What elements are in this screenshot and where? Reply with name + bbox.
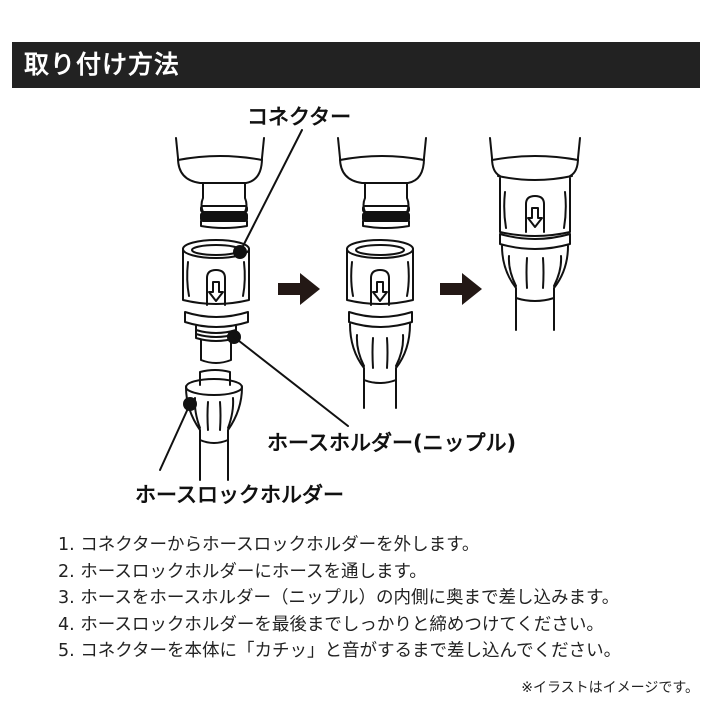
step-4: 4. ホースロックホルダーを最後までしっかりと締めつけてください。 [58, 614, 604, 635]
illustration-note: ※イラストはイメージです。 [521, 680, 699, 696]
down-arrow-icon [372, 281, 388, 302]
section-title: 取り付け方法 [24, 50, 181, 79]
connector-1 [182, 239, 250, 364]
instruction-steps: 1. コネクターからホースロックホルダーを外します。 2. ホースロックホルダー… [58, 532, 621, 665]
step-2: 2. ホースロックホルダーにホースを通します。 [58, 561, 427, 582]
leader-hose-holder [233, 336, 349, 427]
down-arrow-icon [527, 207, 543, 228]
step-1: 1. コネクターからホースロックホルダーを外します。 [58, 535, 480, 555]
assembled-complete-3 [489, 137, 581, 331]
faucet-body-1 [175, 137, 265, 184]
leader-connector [239, 129, 303, 253]
right-arrow-icon [278, 273, 320, 305]
leader-hose-lock-holder [159, 403, 191, 471]
down-arrow-icon [208, 281, 224, 302]
label-hose-lock-holder: ホースロックホルダー [135, 483, 344, 507]
faucet-body-2 [337, 137, 427, 229]
assembled-connector-2 [346, 239, 414, 409]
step-5: 5. コネクターを本体に「カチッ」と音がするまで差し込んでください。 [58, 641, 622, 661]
hose-lock-holder-1 [183, 369, 243, 481]
label-hose-holder: ホースホルダー(ニップル) [267, 431, 517, 455]
faucet-nipple-1 [200, 182, 248, 229]
right-arrow-icon [440, 273, 482, 305]
label-connector: コネクター [247, 105, 352, 129]
step-3: 3. ホースをホースホルダー（ニップル）の内側に奥まで差し込みます。 [58, 588, 620, 608]
section-header: 取り付け方法 [12, 42, 700, 88]
